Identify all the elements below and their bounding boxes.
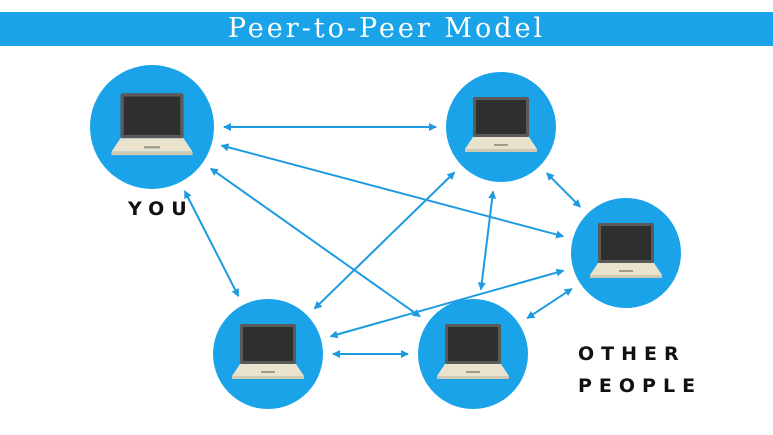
laptop-icon — [590, 223, 662, 278]
connection-arrows — [183, 123, 581, 358]
other-label-line1: OTHER — [578, 343, 686, 365]
you-label: YOU — [128, 198, 194, 220]
peer-nodes — [90, 65, 681, 409]
laptop-icon — [232, 324, 304, 379]
peer-node-bottom-right — [418, 299, 528, 409]
peer-node-you — [90, 65, 214, 189]
laptop-icon — [437, 324, 509, 379]
diagram-title: Peer-to-Peer Model — [227, 13, 546, 44]
arrow-top-right-bottom-left — [313, 171, 456, 310]
arrow-right-bottom-right — [526, 287, 573, 320]
peer-node-right — [571, 198, 681, 308]
arrow-top-right-bottom-right — [477, 190, 497, 291]
laptop-icon — [111, 93, 193, 156]
title-bar: Peer-to-Peer Model — [0, 12, 773, 46]
arrow-top-right-right — [546, 172, 581, 208]
arrow-right-bottom-left — [329, 268, 565, 339]
other-label-line2: PEOPLE — [578, 375, 703, 397]
peer-node-top-right — [446, 72, 556, 182]
other-people-label: OTHER PEOPLE — [578, 338, 702, 402]
laptop-icon — [465, 97, 537, 152]
peer-node-bottom-left — [213, 299, 323, 409]
